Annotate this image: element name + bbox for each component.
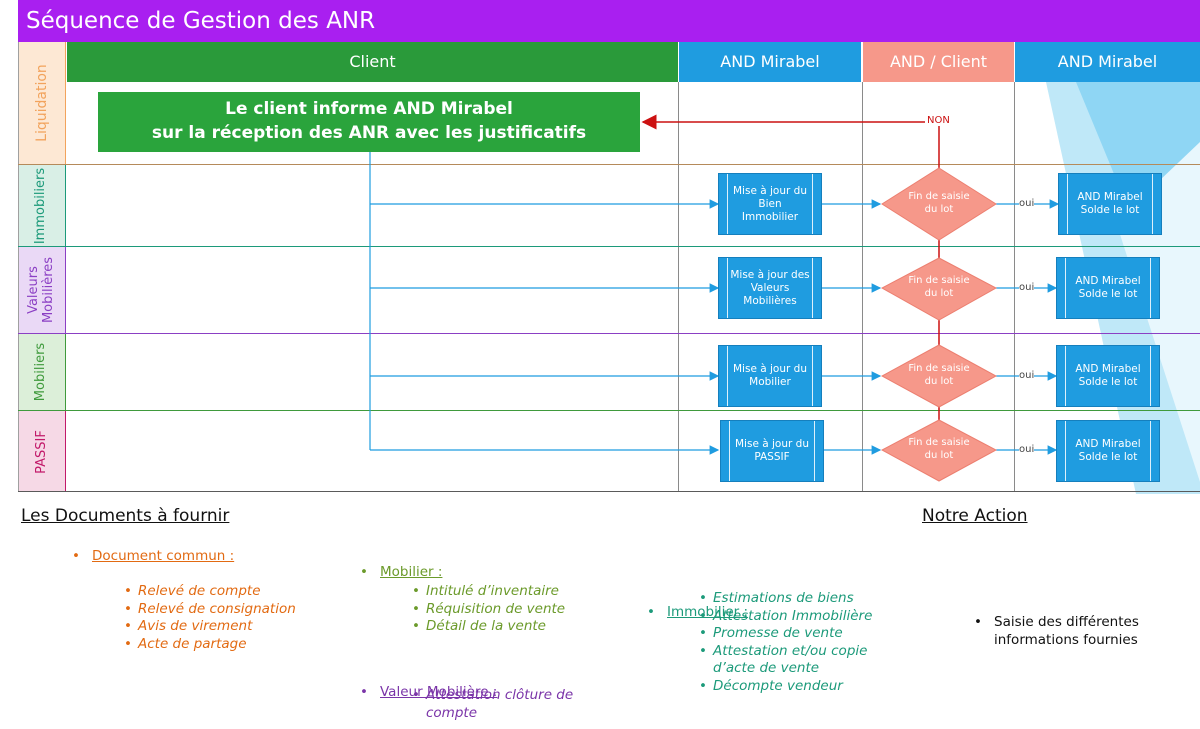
- list-item: Attestation Immobilière: [699, 608, 899, 626]
- process-update-passif: Mise à jour du PASSIF: [720, 420, 824, 482]
- lane-label-mobiliers: Mobiliers: [18, 334, 66, 410]
- list-item: Décompte vendeur: [699, 678, 899, 696]
- mobilier-list: Intitulé d’inventaire Réquisition de ven…: [412, 583, 632, 636]
- result-solde-lot: AND Mirabel Solde le lot: [1056, 257, 1160, 319]
- list-item: Avis de virement: [124, 618, 344, 636]
- result-solde-lot: AND Mirabel Solde le lot: [1056, 345, 1160, 407]
- decision-text: Fin de saisie du lot: [908, 275, 970, 299]
- action-title: Notre Action: [922, 506, 1028, 526]
- mobilier-heading: Mobilier :: [360, 564, 1200, 580]
- decision-text: Fin de saisie du lot: [908, 437, 970, 461]
- list-item: Acte de partage: [124, 636, 344, 654]
- column-header-and-client: AND / Client: [863, 42, 1014, 82]
- list-item: Réquisition de vente: [412, 601, 632, 619]
- lane-label-liquidation: Liquidation: [18, 42, 66, 164]
- page-title: Séquence de Gestion des ANR: [18, 0, 1200, 42]
- column-header-and-mirabel: AND Mirabel: [679, 42, 861, 82]
- documents-title: Les Documents à fournir: [21, 506, 230, 526]
- flowchart-grid: [18, 42, 1200, 492]
- process-update-valeurs: Mise à jour des Valeurs Mobilières: [718, 257, 822, 319]
- valeur-mobiliere-list: Attestation clôture de compte: [412, 687, 592, 722]
- list-item: Relevé de consignation: [124, 601, 344, 619]
- oui-label: oui: [1019, 444, 1035, 455]
- client-box-line1: Le client informe AND Mirabel: [225, 99, 513, 119]
- oui-label: oui: [1019, 198, 1035, 209]
- decision-diamond: [880, 257, 998, 321]
- result-solde-lot: AND Mirabel Solde le lot: [1058, 173, 1162, 235]
- process-update-mobilier: Mise à jour du Mobilier: [718, 345, 822, 407]
- column-header-and-mirabel-2: AND Mirabel: [1015, 42, 1200, 82]
- action-item: Saisie des différentes informations four…: [974, 613, 1154, 649]
- lane-label-immobiliers: Immobiliers: [18, 165, 66, 246]
- process-update-immobilier: Mise à jour du Bien Immobilier: [718, 173, 822, 235]
- column-header-client: Client: [67, 42, 678, 82]
- decision-diamond: [880, 344, 998, 408]
- decision-text: Fin de saisie du lot: [908, 191, 970, 215]
- lane-label-passif: PASSIF: [18, 411, 66, 492]
- document-commun-heading: Document commun :: [72, 548, 1200, 564]
- decision-diamond: [880, 419, 998, 482]
- list-item: Attestation clôture de compte: [412, 687, 592, 722]
- client-box-line2: sur la réception des ANR avec les justif…: [151, 123, 587, 143]
- list-item: Relevé de compte: [124, 583, 344, 601]
- result-solde-lot: AND Mirabel Solde le lot: [1056, 420, 1160, 482]
- oui-label: oui: [1019, 370, 1035, 381]
- non-label: NON: [925, 115, 952, 126]
- document-commun-list: Relevé de compte Relevé de consignation …: [124, 583, 344, 653]
- client-informs-box: Le client informe AND Mirabel sur la réc…: [98, 92, 640, 152]
- list-item: Intitulé d’inventaire: [412, 583, 632, 601]
- immobilier-list: Estimations de biens Attestation Immobil…: [699, 590, 899, 695]
- list-item: Promesse de vente: [699, 625, 899, 643]
- list-item: Attestation et/ou copie d’acte de vente: [699, 643, 899, 678]
- oui-label: oui: [1019, 282, 1035, 293]
- decision-text: Fin de saisie du lot: [908, 363, 970, 387]
- list-item: Détail de la vente: [412, 618, 632, 636]
- list-item: Estimations de biens: [699, 590, 899, 608]
- decision-diamond: [881, 167, 997, 241]
- lane-label-valeurs-mobilieres: Valeurs Mobilières: [18, 247, 66, 333]
